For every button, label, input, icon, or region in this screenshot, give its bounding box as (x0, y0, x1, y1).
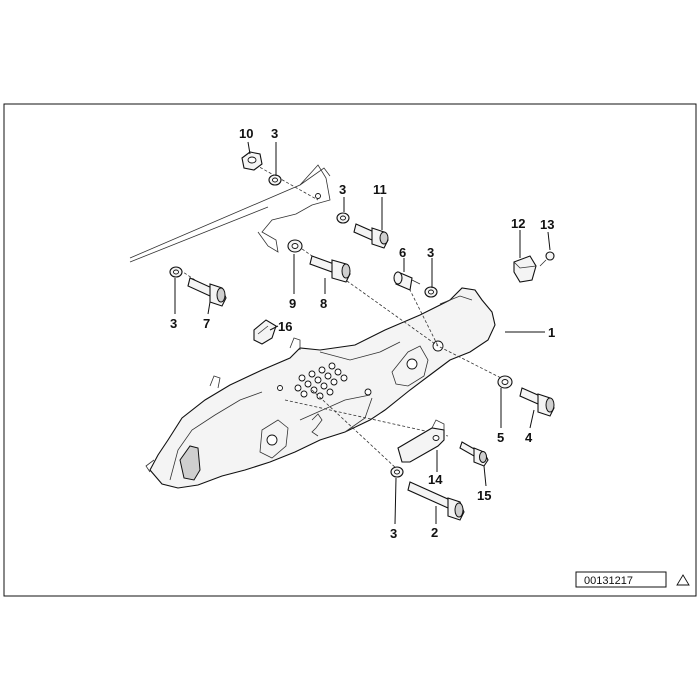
callout-12: 12 (511, 216, 525, 231)
long-bolt-2 (407, 481, 465, 521)
callout-3: 3 (339, 182, 346, 197)
sleeve-6 (393, 271, 421, 291)
vent-holes (294, 362, 348, 400)
callout-11: 11 (373, 182, 387, 197)
bolt-15 (459, 441, 489, 467)
callout-labels: 1 2 3 3 3 3 3 4 5 6 7 8 9 10 11 12 13 14… (170, 126, 555, 541)
callout-8: 8 (320, 296, 327, 311)
swingarm-cover (145, 287, 496, 489)
callout-13: 13 (540, 217, 554, 232)
washer-3-left (169, 266, 183, 278)
callout-4: 4 (525, 430, 533, 445)
callout-1: 1 (548, 325, 555, 340)
bolt-8 (309, 255, 351, 283)
callout-3: 3 (170, 316, 177, 331)
callout-14: 14 (428, 472, 443, 487)
washer-5 (497, 375, 513, 389)
nut-10 (241, 151, 263, 171)
leader-lines (174, 141, 551, 525)
screw-13 (539, 251, 555, 267)
clip-nut-16 (253, 319, 277, 345)
bracket-14 (397, 419, 445, 463)
washer-3-top (268, 174, 282, 186)
washer-3-bottom (390, 466, 404, 478)
washer-3-upper-mid (336, 212, 350, 224)
bolt-11 (353, 223, 389, 249)
warning-triangle-icon (676, 574, 690, 586)
callout-6: 6 (399, 245, 406, 260)
cap-12 (513, 255, 537, 283)
callout-3: 3 (390, 526, 397, 541)
callout-16: 16 (278, 319, 292, 334)
washer-9 (287, 239, 303, 253)
callout-5: 5 (497, 430, 504, 445)
callout-3: 3 (271, 126, 278, 141)
assembly-lines (179, 159, 506, 471)
callout-7: 7 (203, 316, 210, 331)
callout-10: 10 (239, 126, 253, 141)
callout-15: 15 (477, 488, 491, 503)
callout-3: 3 (427, 245, 434, 260)
reference-box: 00131217 (575, 571, 690, 588)
callout-2: 2 (431, 525, 438, 540)
callout-9: 9 (289, 296, 296, 311)
frame-tube-outline (129, 164, 331, 263)
bolt-4 (519, 387, 555, 417)
diagram-frame (3, 103, 697, 597)
reference-number: 00131217 (584, 575, 633, 587)
washer-3-right-mid (424, 286, 438, 298)
bolt-7 (187, 277, 227, 307)
